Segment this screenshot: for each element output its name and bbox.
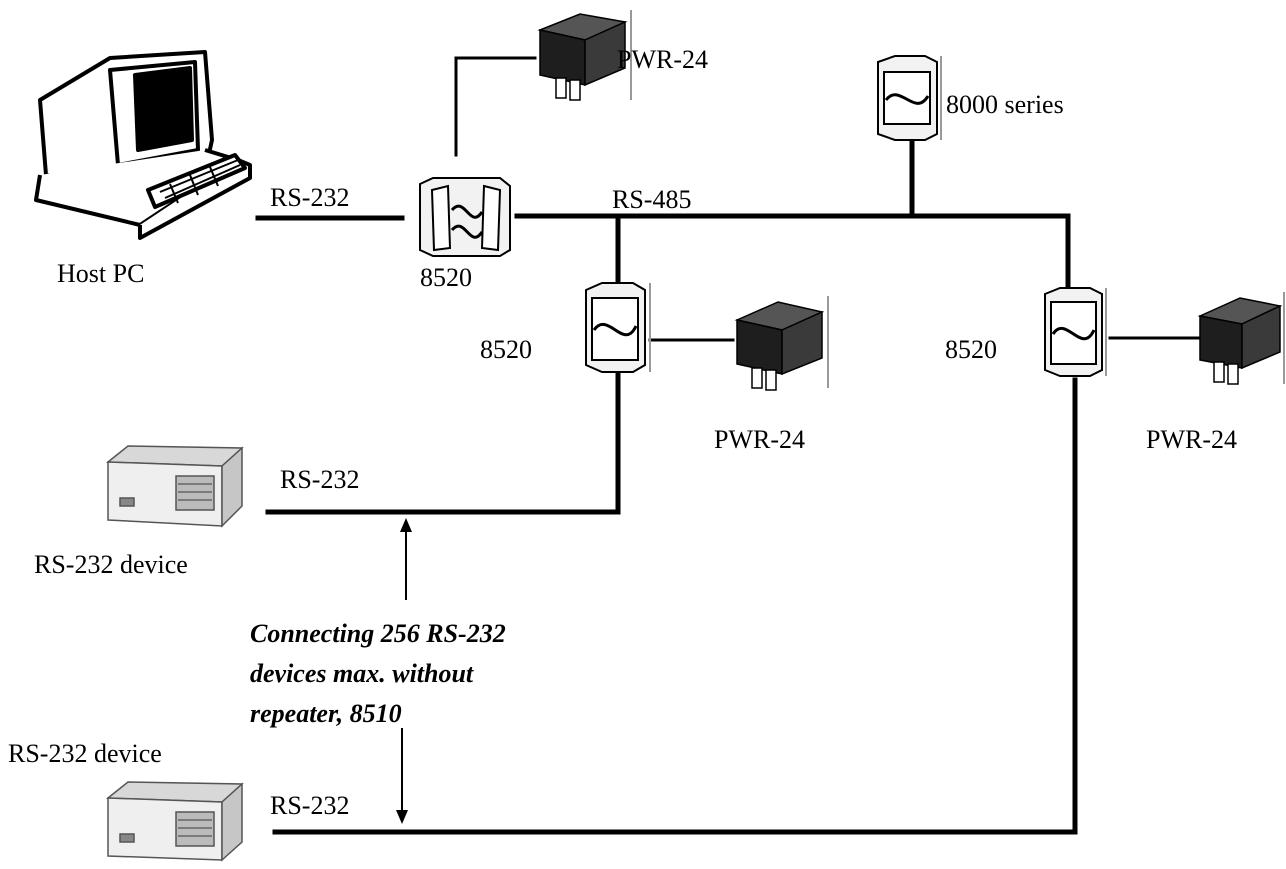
power-supply-top-label: PWR-24 [617, 45, 708, 74]
power-supply-left-icon [734, 296, 829, 391]
rs485-bus-line [514, 213, 1071, 293]
converter-main-label: 8520 [420, 263, 472, 292]
converter-right-icon [1044, 287, 1107, 377]
capacity-note-line2: devices max. without [250, 659, 474, 688]
converter-right-label: 8520 [945, 335, 997, 364]
converter-left-icon [585, 282, 651, 373]
arrow-up-icon [400, 518, 412, 600]
host-pc-label: Host PC [57, 259, 144, 288]
capacity-note-line3: repeater, 8510 [250, 699, 402, 728]
converter-left-label: 8520 [480, 335, 532, 364]
arrow-down-icon [396, 728, 408, 824]
rs232-device-lower-icon [105, 781, 244, 862]
power-supply-right-label: PWR-24 [1146, 425, 1237, 454]
module-8000-label: 8000 series [946, 90, 1064, 119]
module-8000-icon [877, 55, 942, 141]
power-supply-right-icon [1197, 292, 1285, 385]
upper-device-rs232-label: RS-232 [280, 465, 359, 494]
power-supply-top-icon [537, 10, 632, 101]
rs232-device-lower-label: RS-232 device [8, 739, 162, 768]
converter-main-icon [419, 177, 511, 257]
host-rs232-label: RS-232 [270, 183, 349, 212]
host-pc-icon [34, 50, 252, 240]
rs232-device-upper-label: RS-232 device [34, 550, 188, 579]
rs232-device-upper-icon [105, 445, 244, 528]
pwr-top-wire [454, 56, 537, 157]
upper-device-rs232-line [265, 369, 621, 515]
lower-device-rs232-line [272, 377, 1078, 835]
capacity-note-line1: Connecting 256 RS-232 [250, 619, 506, 648]
power-supply-left-label: PWR-24 [714, 425, 805, 454]
lower-device-rs232-label: RS-232 [270, 791, 349, 820]
rs485-bus-label: RS-485 [612, 185, 691, 214]
